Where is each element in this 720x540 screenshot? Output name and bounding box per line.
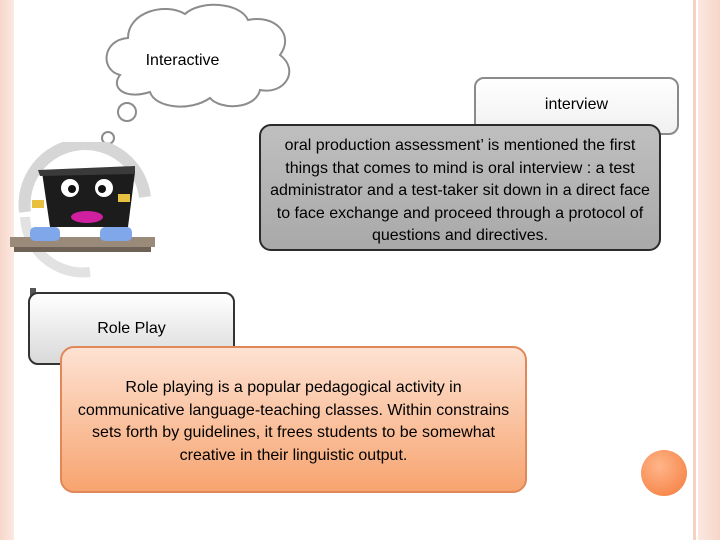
interview-title: interview — [544, 96, 609, 113]
orange-circle-decoration — [641, 450, 687, 496]
thought-cloud-icon — [101, 3, 291, 145]
role-play-title: Role Play — [97, 320, 166, 337]
interactive-label: Interactive — [145, 52, 220, 69]
role-play-description: Role playing is a popular pedagogical ac… — [60, 346, 527, 493]
left-decorative-bar — [0, 0, 14, 540]
robot-at-computer-icon — [10, 142, 155, 278]
right-decorative-bar — [698, 0, 720, 540]
interview-description: oral production assessment’ is mentioned… — [259, 124, 661, 251]
right-decorative-line — [693, 0, 696, 540]
